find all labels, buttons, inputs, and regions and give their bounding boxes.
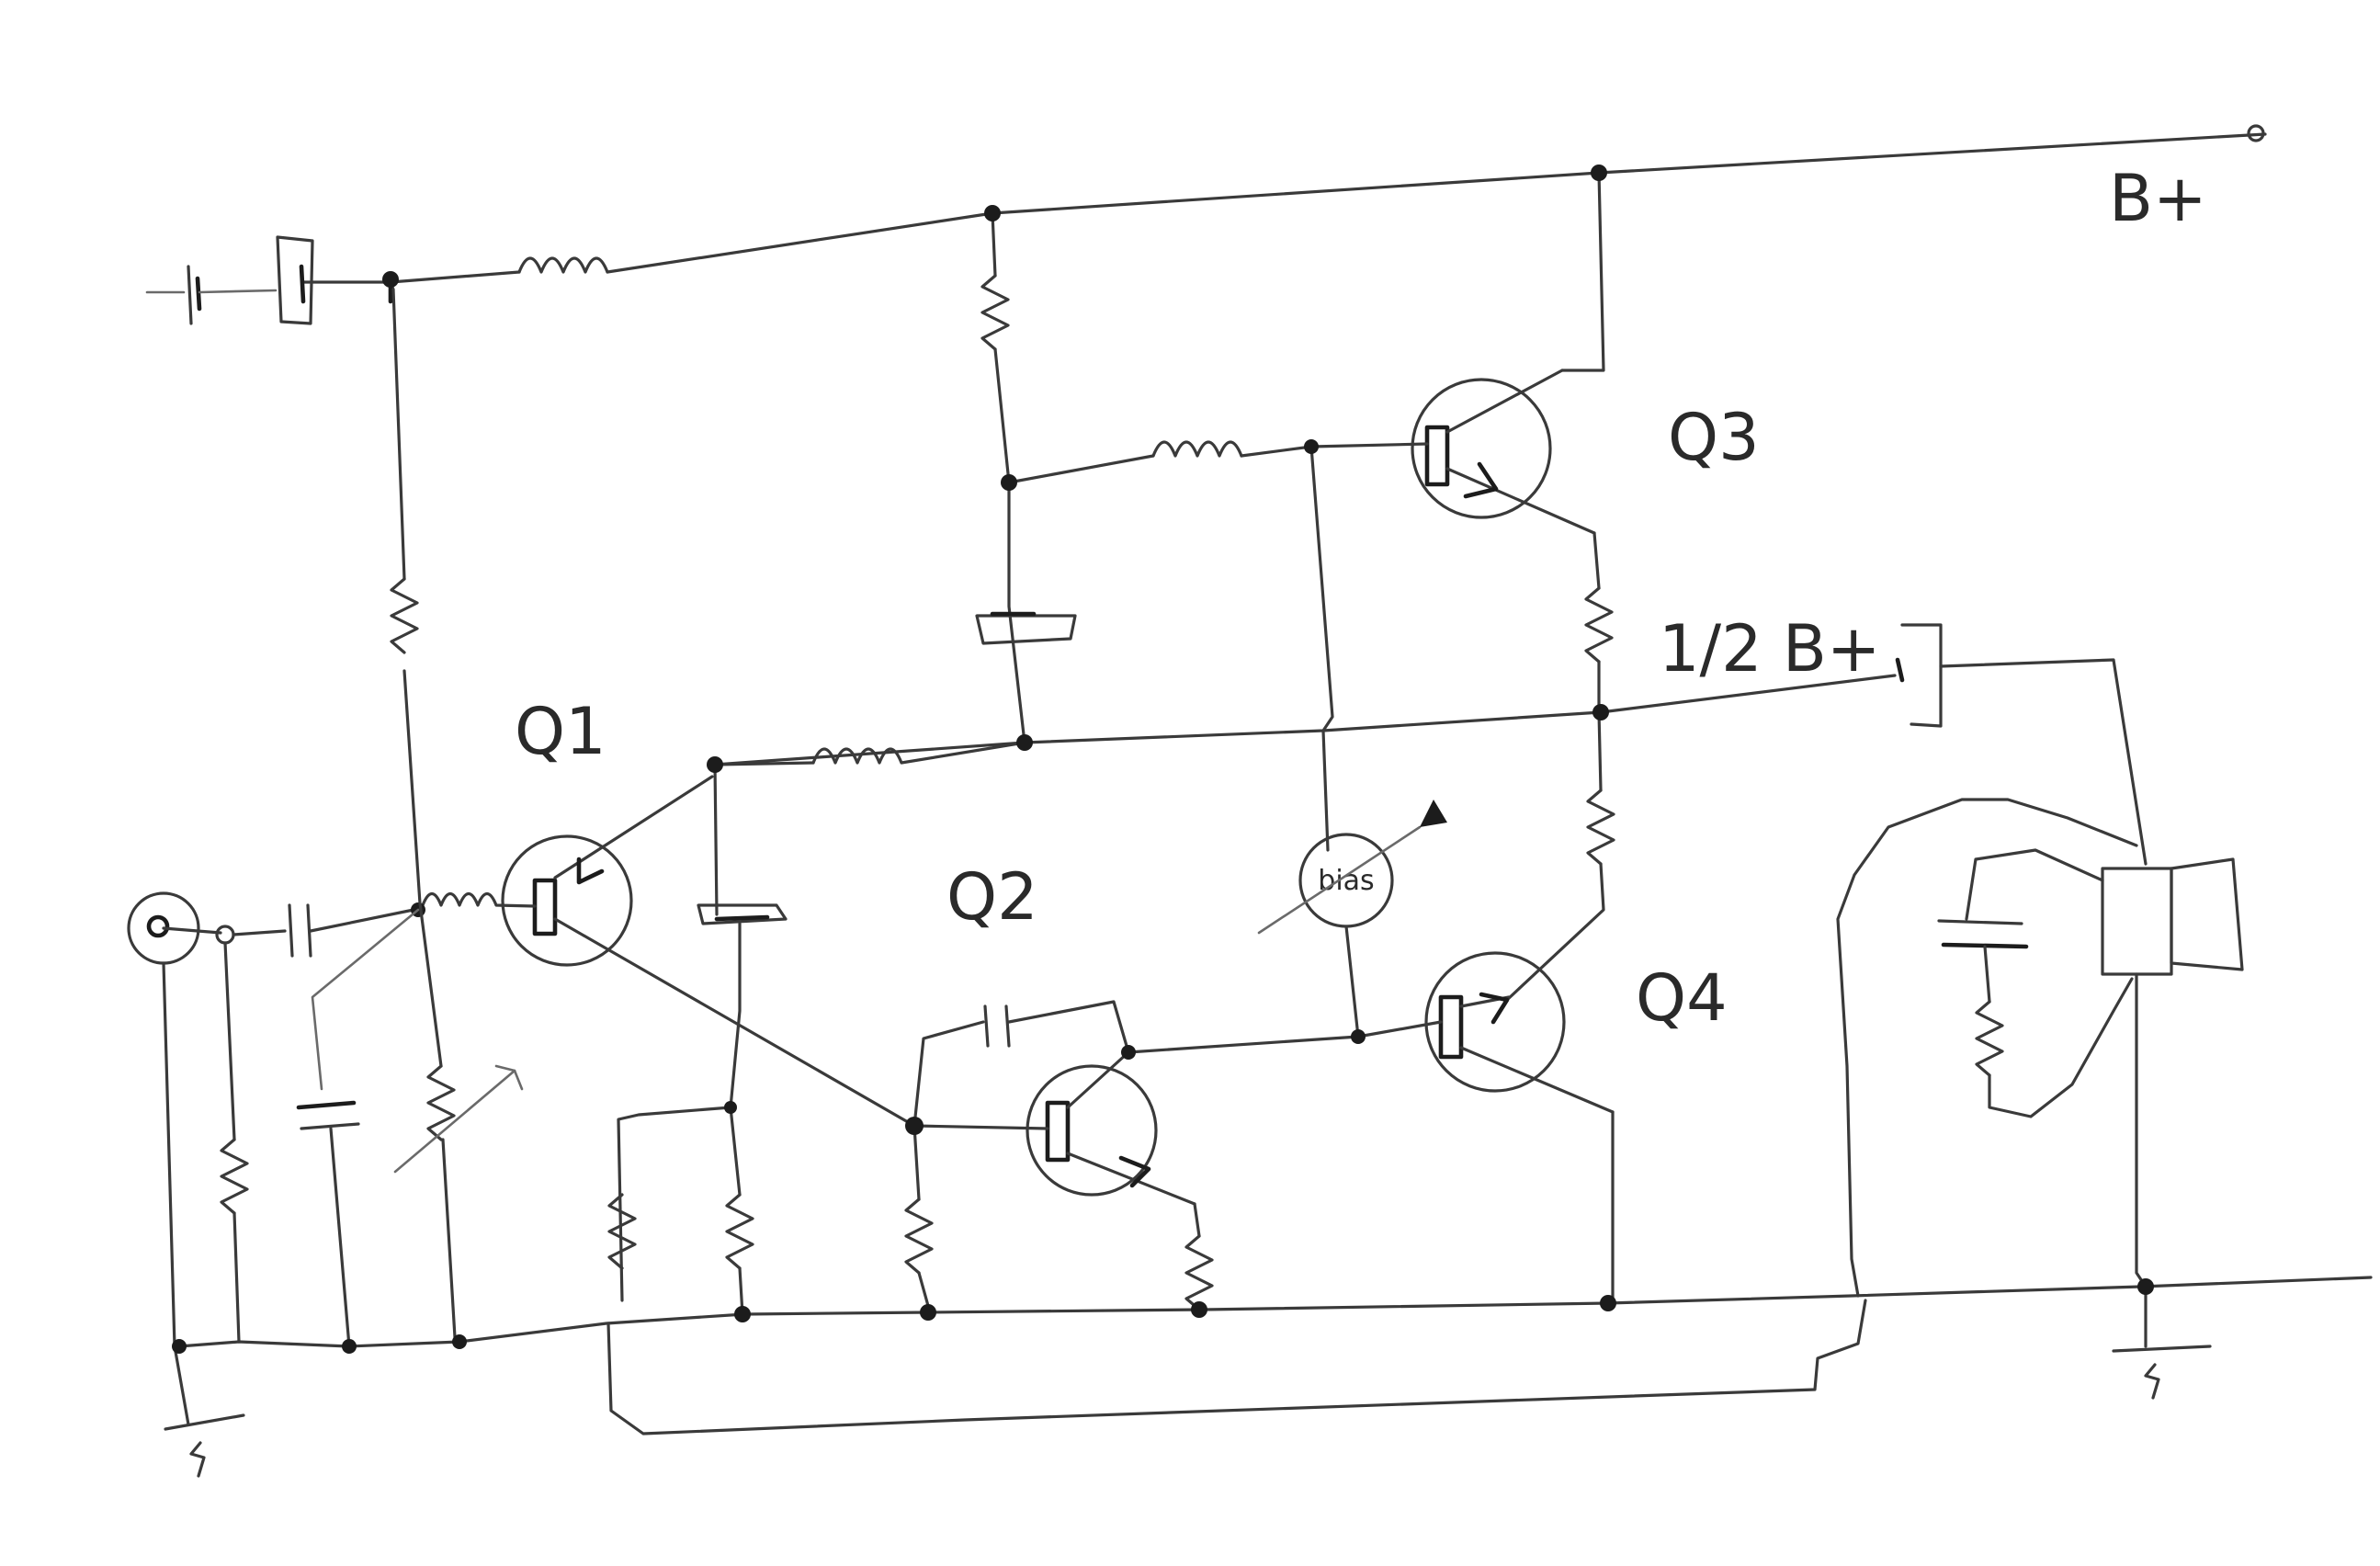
ground-bus (173, 1276, 2373, 1426)
bias-label: bias (1318, 865, 1374, 897)
q1-label: Q1 (515, 694, 606, 769)
ground-icon (164, 1345, 2212, 1478)
junction-dots (172, 165, 2154, 1354)
speaker-icon (2101, 857, 2244, 976)
q4-transistor (1424, 951, 1615, 1114)
supply-label: B+ (2109, 161, 2207, 236)
q4-label: Q4 (1636, 960, 1728, 1036)
q2-label: Q2 (946, 859, 1038, 935)
q2-transistor (1026, 1050, 1196, 1206)
battery-icon (145, 235, 314, 325)
input-jack-icon (127, 891, 235, 965)
supply-rail (301, 124, 2267, 304)
q3-label: Q3 (1668, 400, 1760, 475)
q1-transistor (501, 775, 916, 1128)
bias-diode-icon: bias (1257, 800, 1447, 935)
half-supply-label: 1/2 B+ (1659, 611, 1881, 687)
q3-transistor (1411, 369, 1596, 535)
